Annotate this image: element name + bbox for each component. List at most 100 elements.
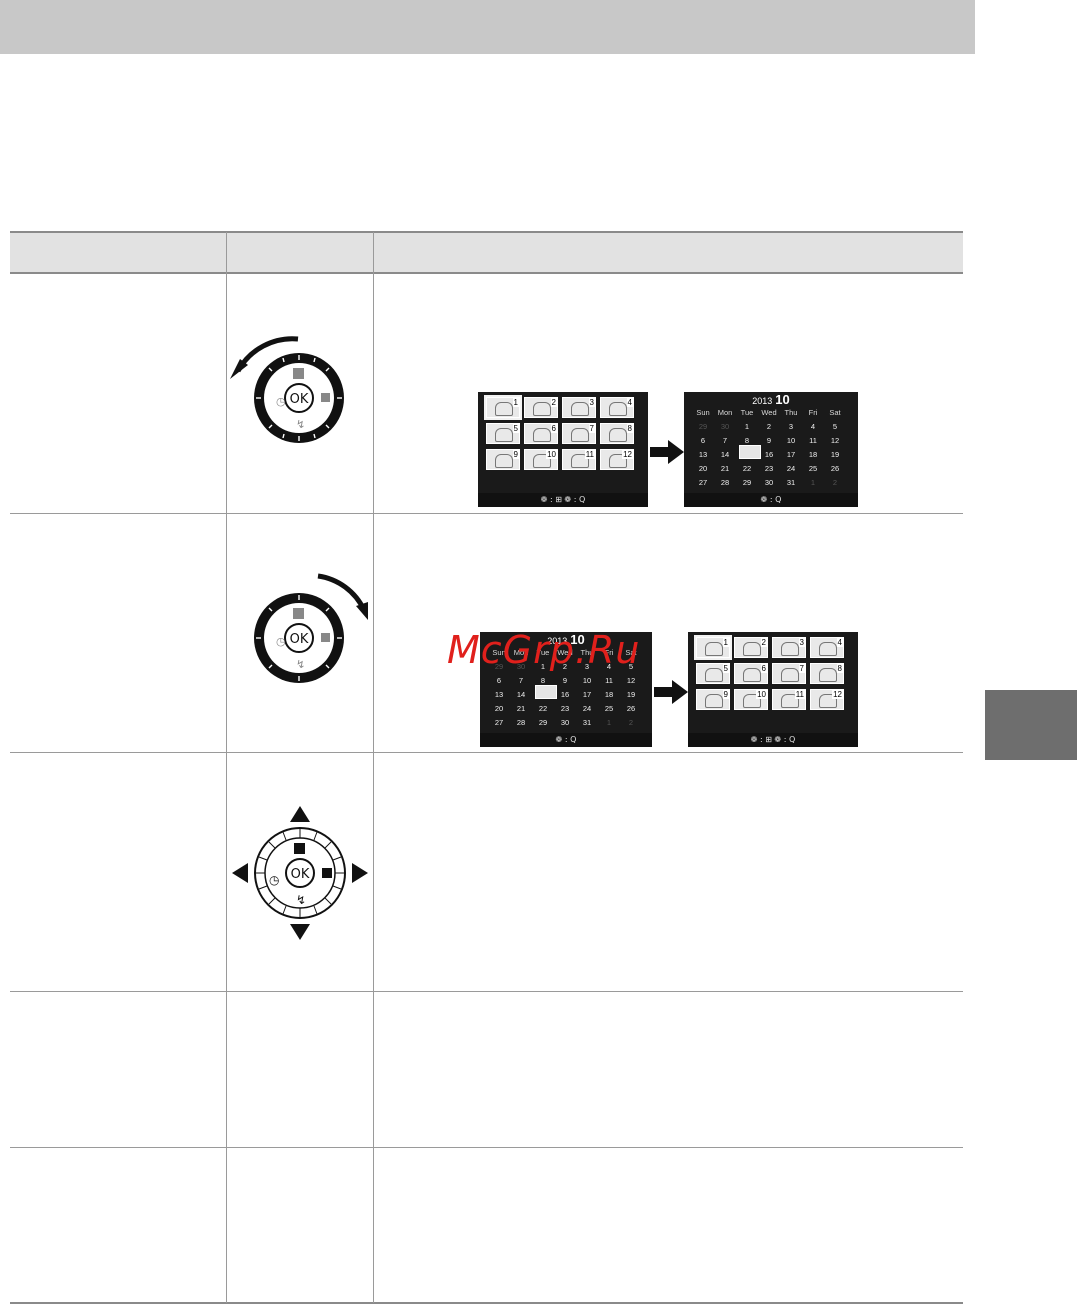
calendar-day: 25: [604, 704, 614, 713]
calendar-day: 18: [604, 690, 614, 699]
arrow-right-icon: [650, 440, 684, 464]
svg-text:◷: ◷: [276, 395, 286, 408]
calendar-day: 5: [628, 662, 634, 671]
calendar-footer: ❁ : Q: [480, 733, 652, 747]
thumbnail-image: 6: [734, 663, 768, 684]
calendar-day: 29: [538, 718, 548, 727]
thumbnail-figure: [743, 642, 761, 656]
calendar-day: 1: [540, 662, 546, 671]
calendar-weekday: Sun: [696, 408, 710, 417]
calendar-weekday: Sat: [625, 648, 637, 657]
thumbnail-figure: [819, 668, 837, 682]
calendar-day: 12: [830, 436, 840, 445]
calendar-weekday: Thu: [784, 408, 798, 417]
thumbnail-image: 2: [734, 637, 768, 658]
calendar-day: 20: [494, 704, 504, 713]
thumbnail-figure: [705, 642, 723, 656]
thumbnail-number: 1: [722, 638, 729, 647]
calendar-day: 24: [786, 464, 796, 473]
thumbnail-number: 2: [550, 398, 557, 407]
calendar-day: 6: [700, 436, 706, 445]
calendar-day: 13: [698, 450, 708, 459]
calendar-day: 16: [560, 690, 570, 699]
thumbnail-image: 6: [524, 423, 558, 444]
thumbnail-figure: [819, 642, 837, 656]
calendar-day: 11: [809, 436, 817, 445]
calendar-day: 4: [810, 422, 816, 431]
thumbnail-footer: ❁ : ⊞ ❁ : Q: [688, 733, 858, 747]
thumbnail-number: 9: [722, 690, 729, 699]
calendar-day: 31: [582, 718, 592, 727]
calendar-day: 27: [494, 718, 504, 727]
calendar-weekday: Fri: [604, 648, 614, 657]
thumbnail-image: 12: [600, 449, 634, 470]
calendar-day: 8: [540, 676, 546, 685]
calendar-day: 29: [698, 422, 708, 431]
calendar-weekday: Wed: [761, 408, 777, 417]
dial-rotate-right-icon: OK ◷ ↯: [254, 573, 368, 683]
thumbnail-number: 5: [512, 424, 519, 433]
thumbnail-figure: [819, 694, 837, 708]
thumbnail-number: 2: [760, 638, 767, 647]
calendar-day: 7: [722, 436, 728, 445]
calendar-day: 11: [605, 676, 613, 685]
calendar-day: 23: [764, 464, 774, 473]
calendar-day: 21: [720, 464, 730, 473]
calendar-day: 29: [742, 478, 752, 487]
thumbnail-image: 10: [734, 689, 768, 710]
thumbnail-footer: ❁ : ⊞ ❁ : Q: [478, 493, 648, 507]
thumbnail-image: 4: [810, 637, 844, 658]
calendar-day: 30: [720, 422, 730, 431]
thumbnail-figure: [495, 454, 513, 468]
dial-rotate-left-icon: OK ◷ ↯: [230, 336, 344, 443]
svg-text:OK: OK: [291, 867, 310, 882]
row-divider: [10, 1147, 963, 1148]
thumbnail-figure: [781, 668, 799, 682]
calendar-day: 7: [518, 676, 524, 685]
calendar-day: 29: [494, 662, 504, 671]
header-bottom-rule: [10, 272, 963, 274]
calendar-day: 30: [516, 662, 526, 671]
watermark: McGrp.Ru: [447, 628, 641, 672]
calendar-day: 10: [582, 676, 592, 685]
thumbnail-image: 11: [772, 689, 806, 710]
row-divider: [10, 991, 963, 992]
calendar-footer: ❁ : Q: [684, 493, 858, 507]
table-top-rule: [10, 231, 963, 233]
thumbnail-image: 1: [694, 635, 732, 660]
table-header: [10, 232, 963, 272]
svg-text:↯: ↯: [296, 658, 305, 671]
calendar-day: 4: [606, 662, 612, 671]
thumbnail-image: 9: [486, 449, 520, 470]
thumbnail-figure: [705, 668, 723, 682]
thumbnail-image: 2: [524, 397, 558, 418]
thumbnail-image: 5: [696, 663, 730, 684]
svg-text:OK: OK: [290, 392, 309, 407]
calendar-day: 20: [698, 464, 708, 473]
thumbnail-figure: [533, 454, 551, 468]
section-tab: [985, 690, 1077, 760]
calendar-day: 31: [786, 478, 796, 487]
calendar-weekday: Thu: [580, 648, 594, 657]
thumbnail-number: 11: [794, 690, 805, 699]
thumbnail-figure: [571, 428, 589, 442]
calendar-day: 1: [744, 422, 750, 431]
thumbnail-image: 11: [562, 449, 596, 470]
calendar-day: 6: [496, 676, 502, 685]
calendar-day: 2: [766, 422, 772, 431]
thumbnail-figure: [609, 402, 627, 416]
multi-selector-icon: OK ◷ ↯: [232, 806, 368, 940]
thumbnail-number: 3: [798, 638, 805, 647]
calendar-day: 12: [626, 676, 636, 685]
thumbnail-number: 7: [588, 424, 595, 433]
arrow-down-icon: [290, 924, 310, 940]
calendar-weekday: Tue: [536, 648, 550, 657]
svg-text:↯: ↯: [296, 893, 306, 907]
thumbnail-image: 7: [562, 423, 596, 444]
calendar-day: 19: [626, 690, 636, 699]
